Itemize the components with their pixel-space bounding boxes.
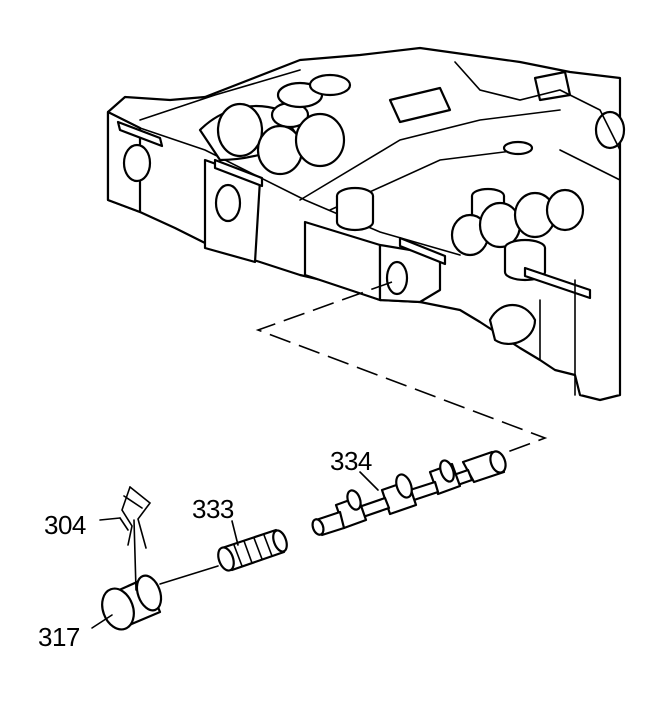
callout-333: 333 (192, 494, 234, 524)
callout-334: 334 (330, 446, 372, 476)
assembly-axis-dashed-line (255, 281, 548, 458)
leader-304 (99, 517, 121, 521)
part-317-plug (101, 565, 219, 631)
part-333-spring (217, 528, 288, 572)
leader-317 (91, 614, 113, 629)
callout-304: 304 (44, 510, 86, 540)
part-334-valve (311, 450, 507, 537)
leader-lines (91, 471, 379, 629)
part-304-retainer-clip (119, 486, 152, 591)
valve-body-casting (106, 46, 626, 402)
callout-317: 317 (38, 622, 80, 652)
leader-334 (359, 471, 379, 491)
leader-333 (231, 520, 239, 546)
